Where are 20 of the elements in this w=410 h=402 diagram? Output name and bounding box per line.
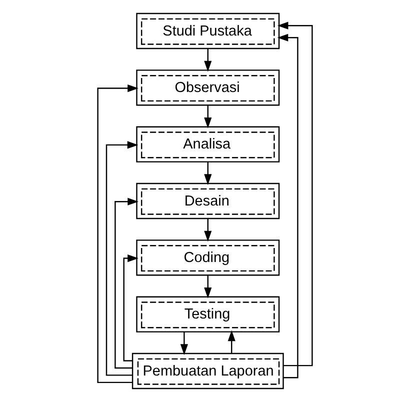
arrow (204, 275, 212, 298)
arrow (114, 198, 139, 369)
arrow (180, 332, 188, 355)
node-box: Pembuatan Laporan (132, 352, 284, 390)
arrow (228, 330, 236, 354)
arrow (204, 218, 212, 242)
arrow (204, 162, 212, 186)
arrow (277, 22, 313, 366)
node-box: Testing (136, 296, 280, 332)
node-box: Studi Pustaka (136, 12, 280, 50)
arrow (123, 254, 138, 362)
node-box: Desain (136, 182, 280, 220)
node-box: Analisa (136, 126, 280, 162)
arrow (97, 84, 138, 384)
arrow (204, 48, 212, 72)
arrow (204, 105, 212, 128)
node-box: Observasi (136, 70, 280, 106)
arrow (277, 34, 298, 378)
arrow (106, 141, 138, 376)
node-box: Coding (136, 240, 280, 276)
